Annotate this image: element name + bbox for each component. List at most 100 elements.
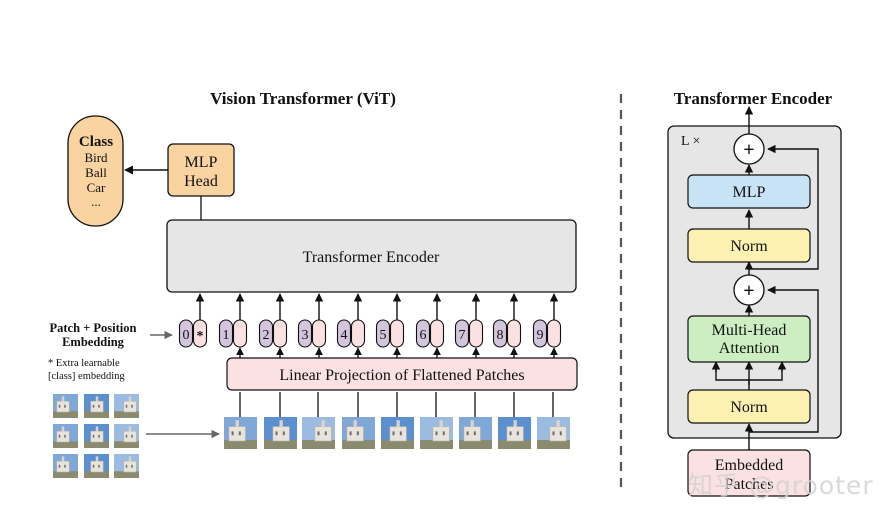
- image-tile-7: [53, 454, 78, 478]
- image-tile-4: [53, 424, 78, 448]
- plus-upper-label: +: [743, 139, 754, 161]
- patch-embedding-pill: [232, 319, 248, 348]
- patch-1: [224, 417, 257, 449]
- patch-embedding-pill: [389, 319, 405, 348]
- residual-1: [749, 285, 819, 433]
- attention-line2: Attention: [719, 340, 779, 357]
- token-0: 0*: [178, 319, 208, 348]
- token-8: 8: [492, 319, 522, 348]
- transformer-encoder-label: Transformer Encoder: [303, 249, 440, 266]
- token-4: 4: [336, 319, 366, 348]
- norm-block-lower-label: Norm: [730, 399, 768, 416]
- class-item-car: Car: [87, 180, 106, 195]
- mlp-head-line2: Head: [184, 173, 218, 190]
- patch-embedding-pill: [468, 319, 484, 348]
- vit-title: Vision Transformer (ViT): [210, 89, 396, 108]
- patch-2: [264, 417, 297, 449]
- residual-2: [749, 144, 819, 270]
- class-token-marker: *: [197, 329, 204, 344]
- token-7: 7: [454, 319, 484, 348]
- position-embedding-pill: [218, 319, 234, 348]
- extra-note-line1: * Extra learnable: [48, 358, 120, 369]
- linear-projection-label: Linear Projection of Flattened Patches: [279, 367, 524, 384]
- patch-4: [342, 417, 375, 449]
- token-3: 3: [297, 319, 327, 348]
- patch-embedding-pill: [272, 319, 288, 348]
- image-tile-3: [114, 394, 139, 418]
- position-embedding-pill: [375, 319, 391, 348]
- patch-embedding-pill: [546, 319, 562, 348]
- encoder-detail-title: Transformer Encoder: [674, 89, 833, 108]
- token-number: 8: [497, 328, 504, 343]
- patch-8: [498, 417, 531, 449]
- mlp-block-label: MLP: [733, 184, 766, 201]
- token-1: 1: [218, 319, 248, 348]
- input-image-grid: [53, 394, 139, 478]
- embedded-patches-line1: Embedded: [715, 457, 783, 474]
- token-number: 1: [223, 328, 230, 343]
- image-tile-9: [114, 454, 139, 478]
- position-embedding-pill: [415, 319, 431, 348]
- token-number: 4: [341, 328, 348, 343]
- token-number: 6: [420, 328, 427, 343]
- image-tile-1: [53, 394, 78, 418]
- position-embedding-pill: [297, 319, 313, 348]
- patch-embedding-pill: [350, 319, 366, 348]
- position-embedding-pill: [178, 319, 194, 348]
- extra-note-line2: [class] embedding: [48, 371, 125, 382]
- patch-position-label-line1: Patch + Position: [50, 321, 137, 335]
- plus-lower-label: +: [743, 280, 754, 302]
- position-embedding-pill: [492, 319, 508, 348]
- patch-embedding-pill: [429, 319, 445, 348]
- position-embedding-pill: [336, 319, 352, 348]
- token-5: 5: [375, 319, 405, 348]
- transformer-encoder-box: Transformer Encoder: [166, 219, 577, 293]
- image-tile-5: [84, 424, 109, 448]
- token-9: 9: [532, 319, 562, 348]
- patch-embedding-pill: [311, 319, 327, 348]
- linear-projection-box: Linear Projection of Flattened Patches: [226, 357, 578, 391]
- patch-9: [537, 417, 570, 449]
- class-item-more: ...: [91, 194, 101, 209]
- norm-block-upper-label: Norm: [730, 238, 768, 255]
- class-output-box: Class Bird Ball Car ...: [67, 115, 124, 227]
- mlp-head-line1: MLP: [185, 154, 218, 171]
- token-number: 5: [380, 328, 387, 343]
- attention-block: Multi-Head Attention: [687, 315, 811, 363]
- patch-7: [459, 417, 492, 449]
- token-2: 2: [258, 319, 288, 348]
- token-number: 3: [302, 328, 309, 343]
- mlp-head-box: MLP Head: [167, 143, 235, 197]
- norm-block-lower: Norm: [687, 389, 811, 424]
- image-tile-8: [84, 454, 109, 478]
- patch-position-label-line2: Embedding: [62, 335, 125, 349]
- patch-6: [420, 417, 453, 449]
- token-6: 6: [415, 319, 445, 348]
- class-item-bird: Bird: [84, 150, 108, 165]
- patch-5: [381, 417, 414, 449]
- watermark: 知乎 @grooter: [688, 471, 874, 500]
- image-tile-6: [114, 424, 139, 448]
- image-tile-2: [84, 394, 109, 418]
- position-embedding-pill: [532, 319, 548, 348]
- repeat-label: L ×: [681, 134, 700, 149]
- class-heading: Class: [79, 134, 113, 150]
- position-embedding-pill: [454, 319, 470, 348]
- norm-block-upper: Norm: [687, 228, 811, 263]
- token-number: 0: [183, 328, 190, 343]
- plus-node-lower: +: [733, 274, 765, 306]
- position-embedding-pill: [258, 319, 274, 348]
- token-number: 9: [537, 328, 544, 343]
- mlp-block: MLP: [687, 174, 811, 209]
- flattened-patches: [224, 392, 570, 449]
- token-number: 2: [263, 328, 270, 343]
- attention-line1: Multi-Head: [712, 322, 787, 339]
- token-number: 7: [459, 328, 466, 343]
- class-item-ball: Ball: [85, 165, 107, 180]
- plus-node-upper: +: [733, 133, 765, 165]
- embedded-patches-line2: Patches: [725, 476, 774, 493]
- embedded-patches-box: Embedded Patches: [687, 449, 811, 497]
- patch-embedding-pill: [506, 319, 522, 348]
